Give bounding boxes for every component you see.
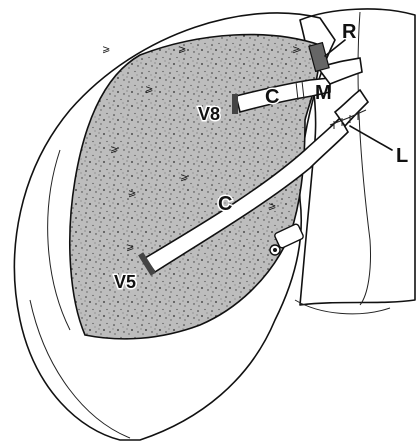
v8-anastomosis <box>232 94 238 114</box>
svg-text:⩾: ⩾ <box>145 84 153 95</box>
label-c-lower: C <box>218 193 232 215</box>
svg-text:⩾: ⩾ <box>126 242 134 253</box>
svg-text:⩾: ⩾ <box>292 44 300 55</box>
l-leader <box>350 126 392 150</box>
svg-text:⩾: ⩾ <box>178 44 186 55</box>
label-v8: V8 <box>198 104 220 124</box>
svg-text:⩾: ⩾ <box>110 144 118 155</box>
label-r: R <box>342 21 357 43</box>
label-m: M <box>315 82 332 104</box>
ivc-inner-line <box>358 12 370 305</box>
label-v5: V5 <box>114 272 136 292</box>
liver-inner-contour <box>48 150 70 330</box>
label-l: L <box>396 145 408 167</box>
svg-text:⩾: ⩾ <box>268 201 276 212</box>
svg-text:⩾: ⩾ <box>102 44 110 55</box>
svg-text:⩾: ⩾ <box>128 188 136 199</box>
svg-text:⩾: ⩾ <box>180 172 188 183</box>
label-c-upper: C <box>265 86 279 108</box>
